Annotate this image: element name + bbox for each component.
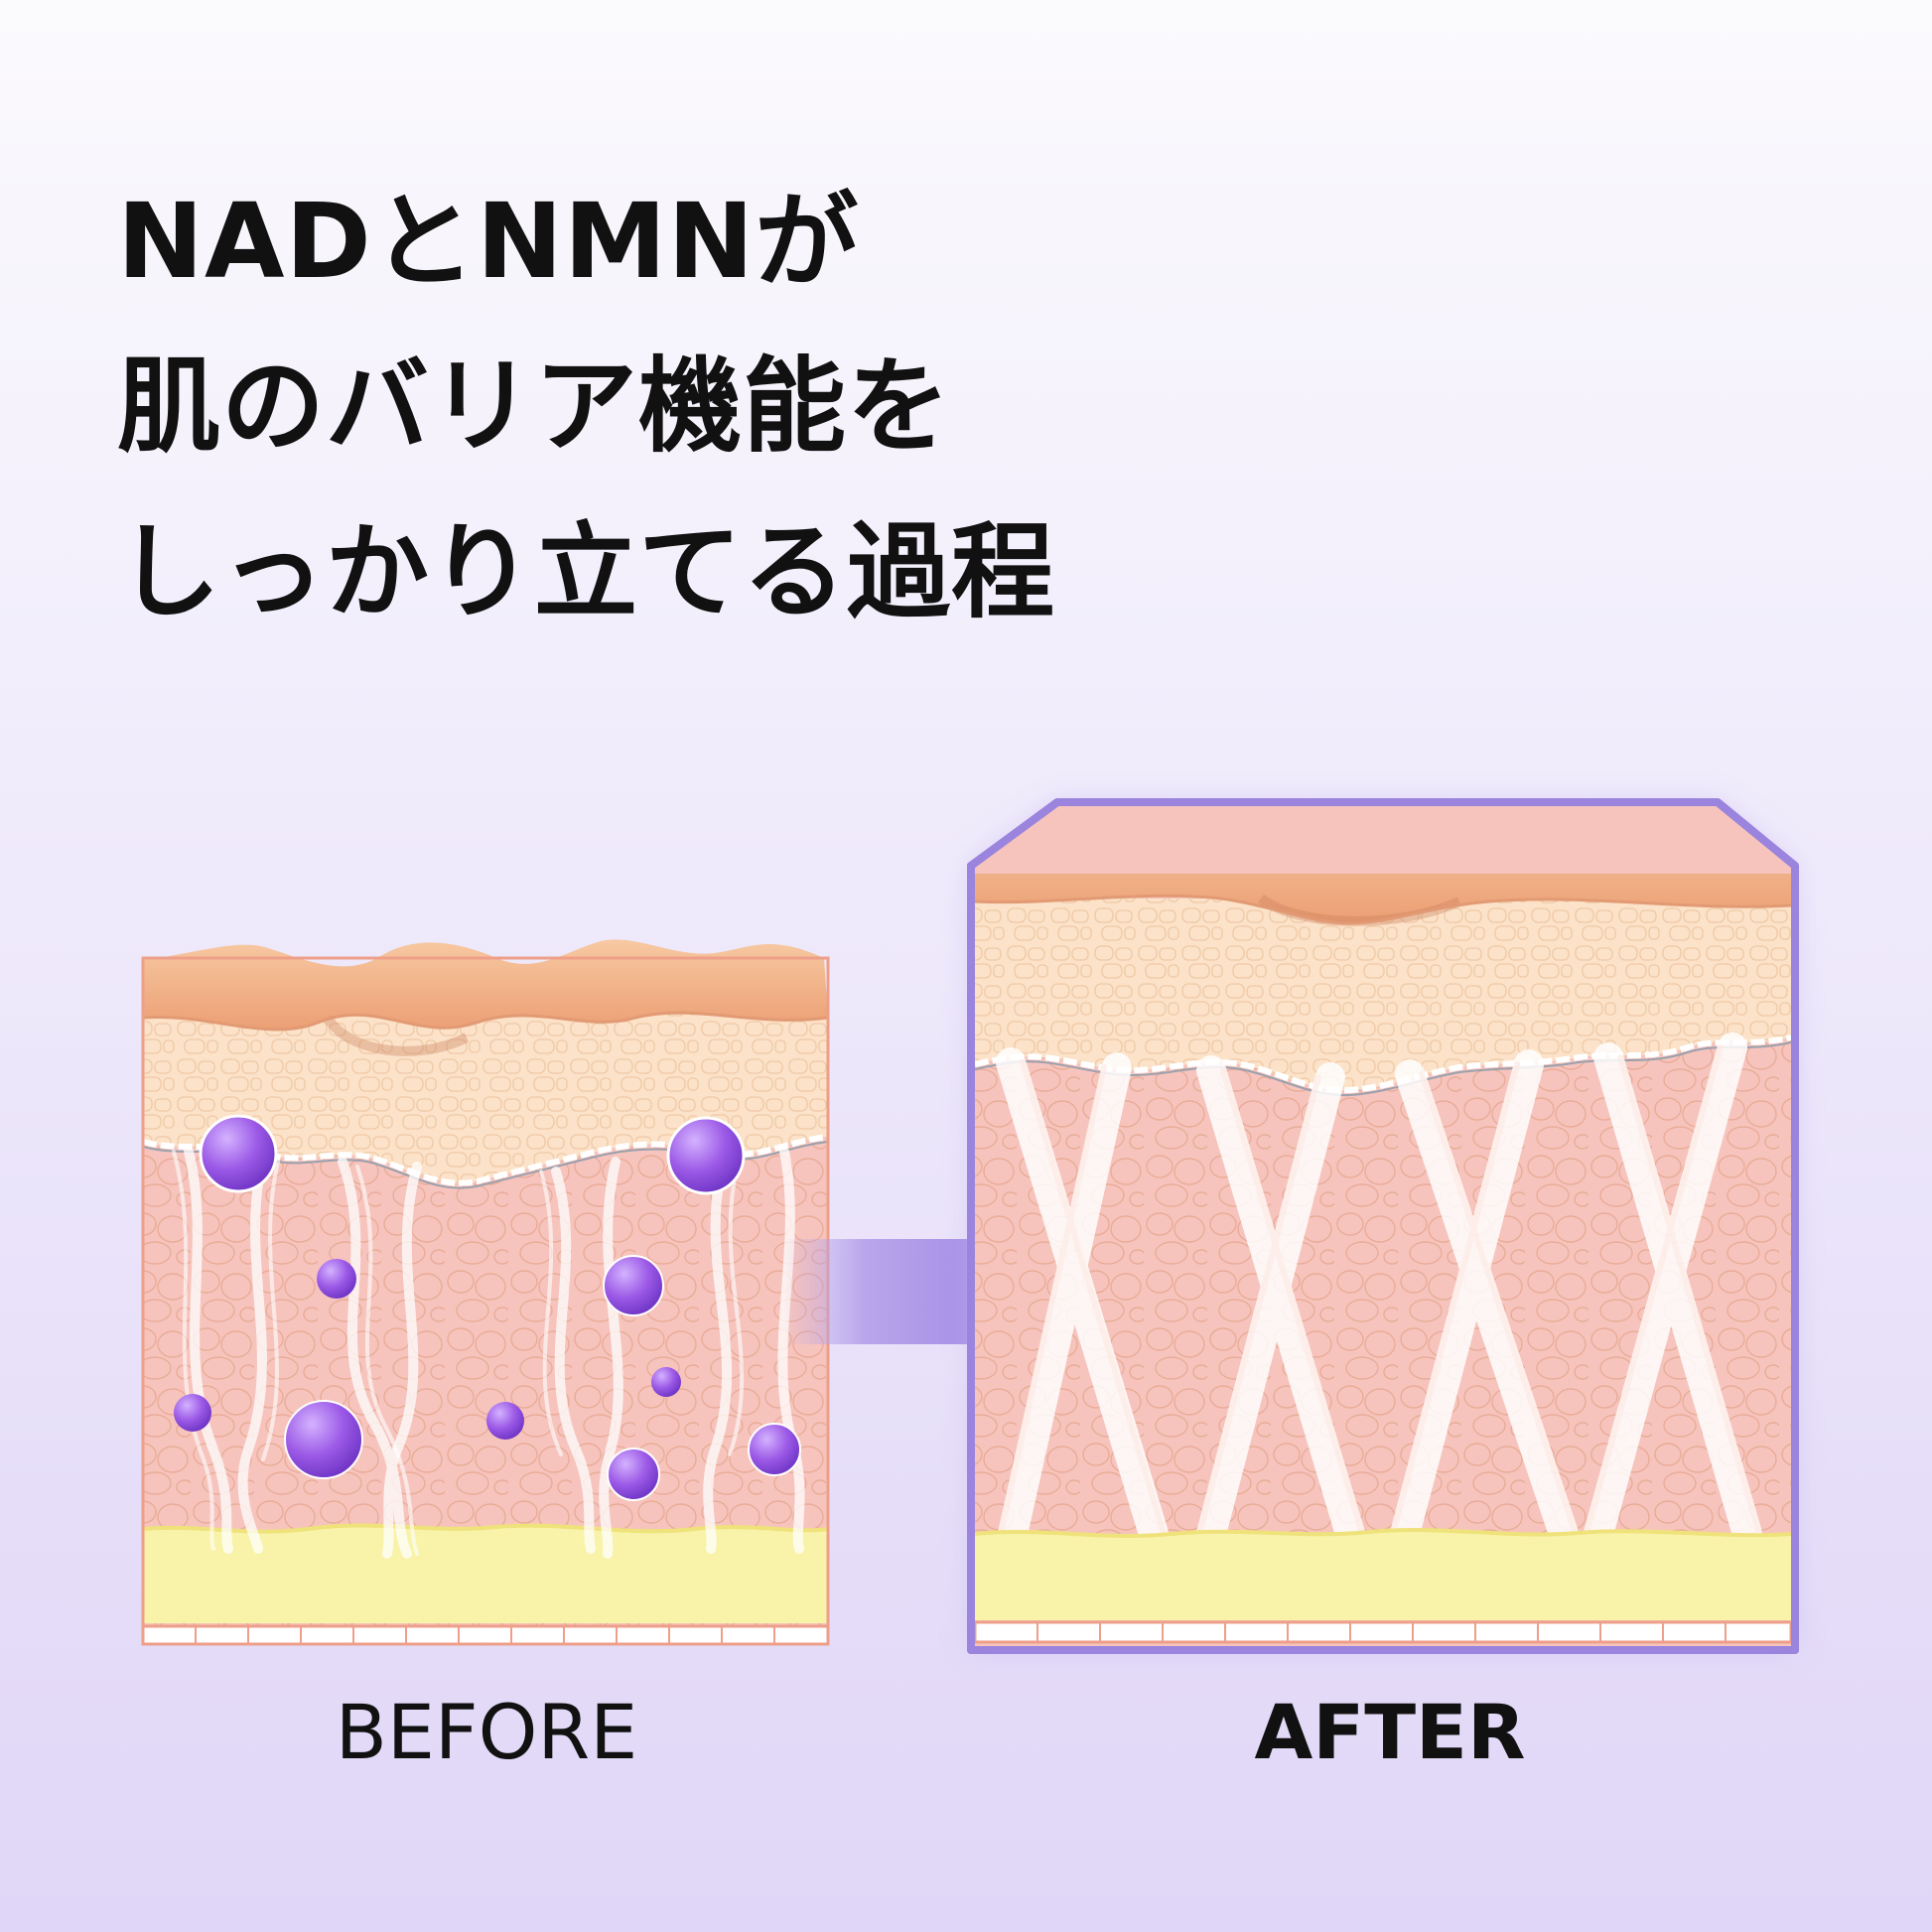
molecule-dot <box>666 1116 746 1195</box>
before-molecules <box>174 1114 801 1501</box>
before-skin-surface <box>143 939 828 1030</box>
molecule-dot <box>486 1402 524 1440</box>
collagen-fiber <box>998 1052 1132 1549</box>
molecule-dot <box>284 1400 363 1479</box>
after-basement-membrane <box>975 1035 1791 1094</box>
headline-line-1: NADとNMNが <box>117 181 860 302</box>
collagen-fiber <box>703 1152 733 1554</box>
molecule-dot <box>174 1394 211 1432</box>
before-fat-layer <box>143 1525 828 1623</box>
molecule-dot <box>748 1423 801 1476</box>
collagen-fiber <box>1196 1062 1345 1549</box>
molecule-dot <box>603 1255 664 1316</box>
collagen-fiber <box>551 1167 596 1554</box>
after-skin-panel <box>967 798 1799 1654</box>
molecule-dot <box>607 1448 660 1501</box>
after-bottom-band <box>975 1620 1791 1644</box>
collagen-fiber <box>777 1147 805 1554</box>
molecule-dot <box>651 1367 681 1397</box>
before-bottom-band <box>141 1624 830 1646</box>
collagen-fiber <box>996 1047 1169 1549</box>
collagen-fiber <box>1390 1049 1544 1549</box>
after-fat-layer <box>975 1529 1791 1620</box>
collagen-fiber <box>338 1157 412 1559</box>
headline-line-2: 肌のバリア機能を <box>117 345 952 468</box>
after-collagen-fibers <box>996 1033 1762 1549</box>
collagen-fiber <box>599 1157 623 1559</box>
after-label: AFTER <box>1254 1688 1526 1776</box>
before-skin-panel <box>141 939 830 1646</box>
collagen-fiber <box>382 1162 422 1559</box>
collagen-fiber <box>1584 1033 1747 1549</box>
headline: NADとNMNが 肌のバリア機能を しっかり立てる過程 <box>117 159 1055 654</box>
headline-line-3: しっかり立てる過程 <box>117 510 1056 632</box>
collagen-fiber <box>237 1152 268 1554</box>
before-label: BEFORE <box>335 1688 638 1776</box>
after-skin-surface <box>975 874 1791 923</box>
molecule-dot <box>317 1259 356 1299</box>
molecule-dot <box>199 1114 278 1193</box>
collagen-fiber <box>1395 1059 1579 1549</box>
